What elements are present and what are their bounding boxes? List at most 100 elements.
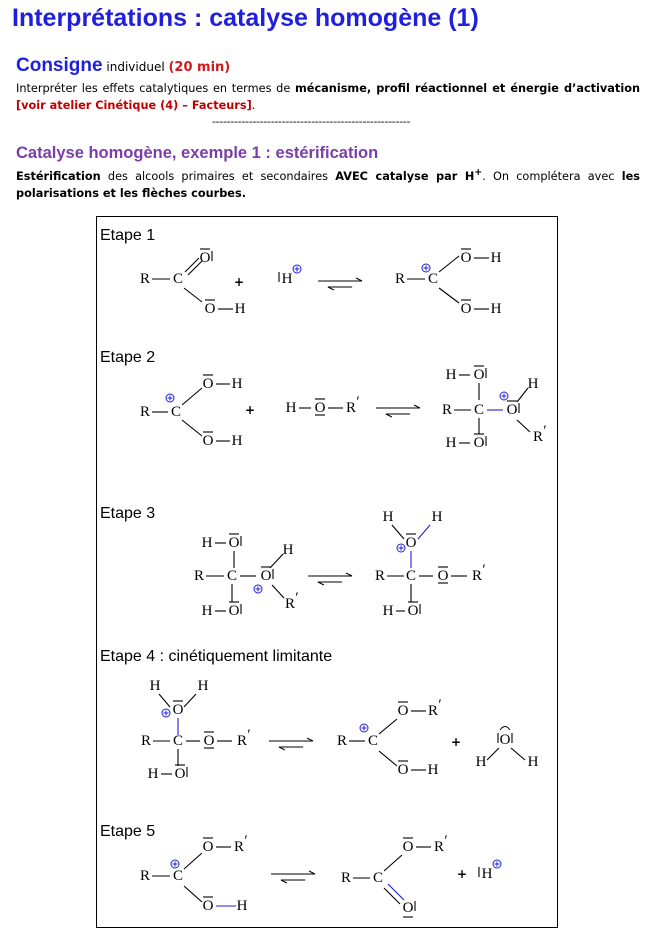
positive-charge-icon: [170, 859, 180, 869]
hydrogen-atom: H: [235, 301, 246, 317]
oxygen-atom: O: [205, 301, 216, 317]
oxygen-atom: O: [406, 535, 417, 551]
instruction-end: .: [251, 99, 256, 112]
section-text1: des alcools primaires et secondaires: [100, 169, 336, 183]
oxygen-atom: O: [261, 568, 272, 584]
instruction-paragraph: Interpréter les effets catalytiques en t…: [16, 80, 640, 114]
bond-line: [417, 524, 431, 540]
r-group: R: [141, 733, 151, 749]
prime-mark: ′: [543, 423, 546, 439]
oxygen-atom: O: [203, 839, 214, 855]
bond-line: [486, 747, 500, 761]
hydrogen-atom: H: [283, 542, 294, 558]
carbon-atom: C: [173, 733, 183, 749]
prime-mark: ′: [356, 394, 359, 410]
step-3-label: Etape 3: [100, 505, 156, 522]
positive-charge-icon: [499, 391, 509, 401]
r-group: R: [375, 568, 385, 584]
positive-charge-icon: [161, 708, 171, 718]
hydrogen-atom: H: [528, 376, 539, 392]
r-prime-group: R: [285, 596, 295, 612]
equilibrium-arrow-head: [280, 879, 288, 884]
oxygen-atom: O: [474, 435, 485, 451]
carbon-atom: C: [373, 870, 383, 886]
hydrogen-atom: H: [528, 754, 539, 770]
equilibrium-arrow-head: [308, 870, 316, 875]
r-prime-group: R: [428, 703, 438, 719]
section-text2: . On complétera avec: [482, 169, 622, 183]
carbon-atom: C: [406, 568, 416, 584]
equilibrium-arrow-head: [385, 413, 393, 418]
bond-line: [187, 260, 203, 276]
hydrogen-atom: H: [232, 433, 243, 449]
carbon-atom: C: [171, 404, 181, 420]
oxygen-atom: O: [203, 433, 214, 449]
consigne-mode: individuel: [106, 60, 165, 74]
bond-line: [378, 718, 398, 735]
hydrogen-atom: H: [282, 271, 293, 287]
oxygen-atom: O: [500, 732, 511, 748]
hydrogen-atom: H: [446, 367, 457, 383]
r-group: R: [442, 402, 452, 418]
r-group: R: [140, 868, 150, 884]
prime-mark: ′: [438, 697, 441, 713]
carbon-atom: C: [173, 868, 183, 884]
hydrogen-atom: H: [202, 603, 213, 619]
consigne-line: Consigne individuel (20 min): [16, 55, 230, 77]
bond-line: [183, 287, 203, 303]
oxygen-atom: O: [203, 898, 214, 914]
section-heading: Catalyse homogène, exemple 1 : estérific…: [16, 144, 379, 162]
r-group: R: [140, 404, 150, 420]
positive-charge-icon: [359, 723, 369, 733]
r-group: R: [140, 271, 150, 287]
bond-line: [516, 387, 529, 403]
oxygen-atom: O: [229, 603, 240, 619]
r-group: R: [337, 733, 347, 749]
prime-mark: ′: [244, 833, 247, 849]
hydrogen-atom: H: [202, 535, 213, 551]
r-prime-group: R: [237, 733, 247, 749]
hydrogen-atom: H: [476, 754, 487, 770]
bond-line: [378, 750, 398, 767]
equilibrium-arrow-head: [355, 277, 363, 282]
bond-line: [158, 693, 171, 708]
carbon-atom: C: [368, 733, 378, 749]
hydrogen-atom: H: [232, 376, 243, 392]
oxygen-atom: O: [200, 250, 211, 266]
bond-line: [269, 553, 284, 569]
oxygen-atom: O: [403, 839, 414, 855]
plus-sign: +: [451, 735, 461, 749]
oxygen-atom: O: [398, 703, 409, 719]
separator: ----------------------------------------…: [212, 115, 411, 128]
positive-charge-icon: [165, 393, 175, 403]
atelier-reference: [voir atelier Cinétique (4) – Facteurs]: [16, 99, 252, 112]
equilibrium-arrow-head: [306, 737, 314, 742]
step-4-label: Etape 4 : cinétiquement limitante: [100, 648, 333, 665]
equilibrium-arrow-head: [278, 746, 286, 751]
proton-sup: +: [474, 167, 483, 178]
bond-line: [387, 883, 405, 901]
carbon-atom: C: [227, 568, 237, 584]
bond-line: [516, 419, 531, 433]
step-2-label: Etape 2: [100, 349, 156, 366]
hydrogen-atom: H: [491, 301, 502, 317]
bond-line: [391, 524, 405, 540]
page-title: Interprétations : catalyse homogène (1): [12, 4, 479, 32]
step-5-label: Etape 5: [100, 823, 156, 840]
oxygen-atom: O: [403, 900, 414, 916]
equilibrium-arrow-head: [317, 581, 325, 586]
plus-sign: +: [234, 275, 244, 289]
bond-line: [383, 854, 403, 872]
lone-pair-arc: [499, 726, 511, 731]
section-paragraph: Estérification des alcools primaires et …: [16, 164, 640, 202]
bond-line: [438, 287, 460, 304]
bond-line: [183, 852, 203, 870]
bond-line: [181, 419, 203, 437]
bond-line: [183, 885, 203, 903]
hydrogen-atom: H: [383, 603, 394, 619]
oxygen-atom: O: [204, 733, 215, 749]
r-prime-group: R: [434, 839, 444, 855]
plus-sign: +: [457, 867, 467, 881]
bond-line: [510, 747, 526, 761]
